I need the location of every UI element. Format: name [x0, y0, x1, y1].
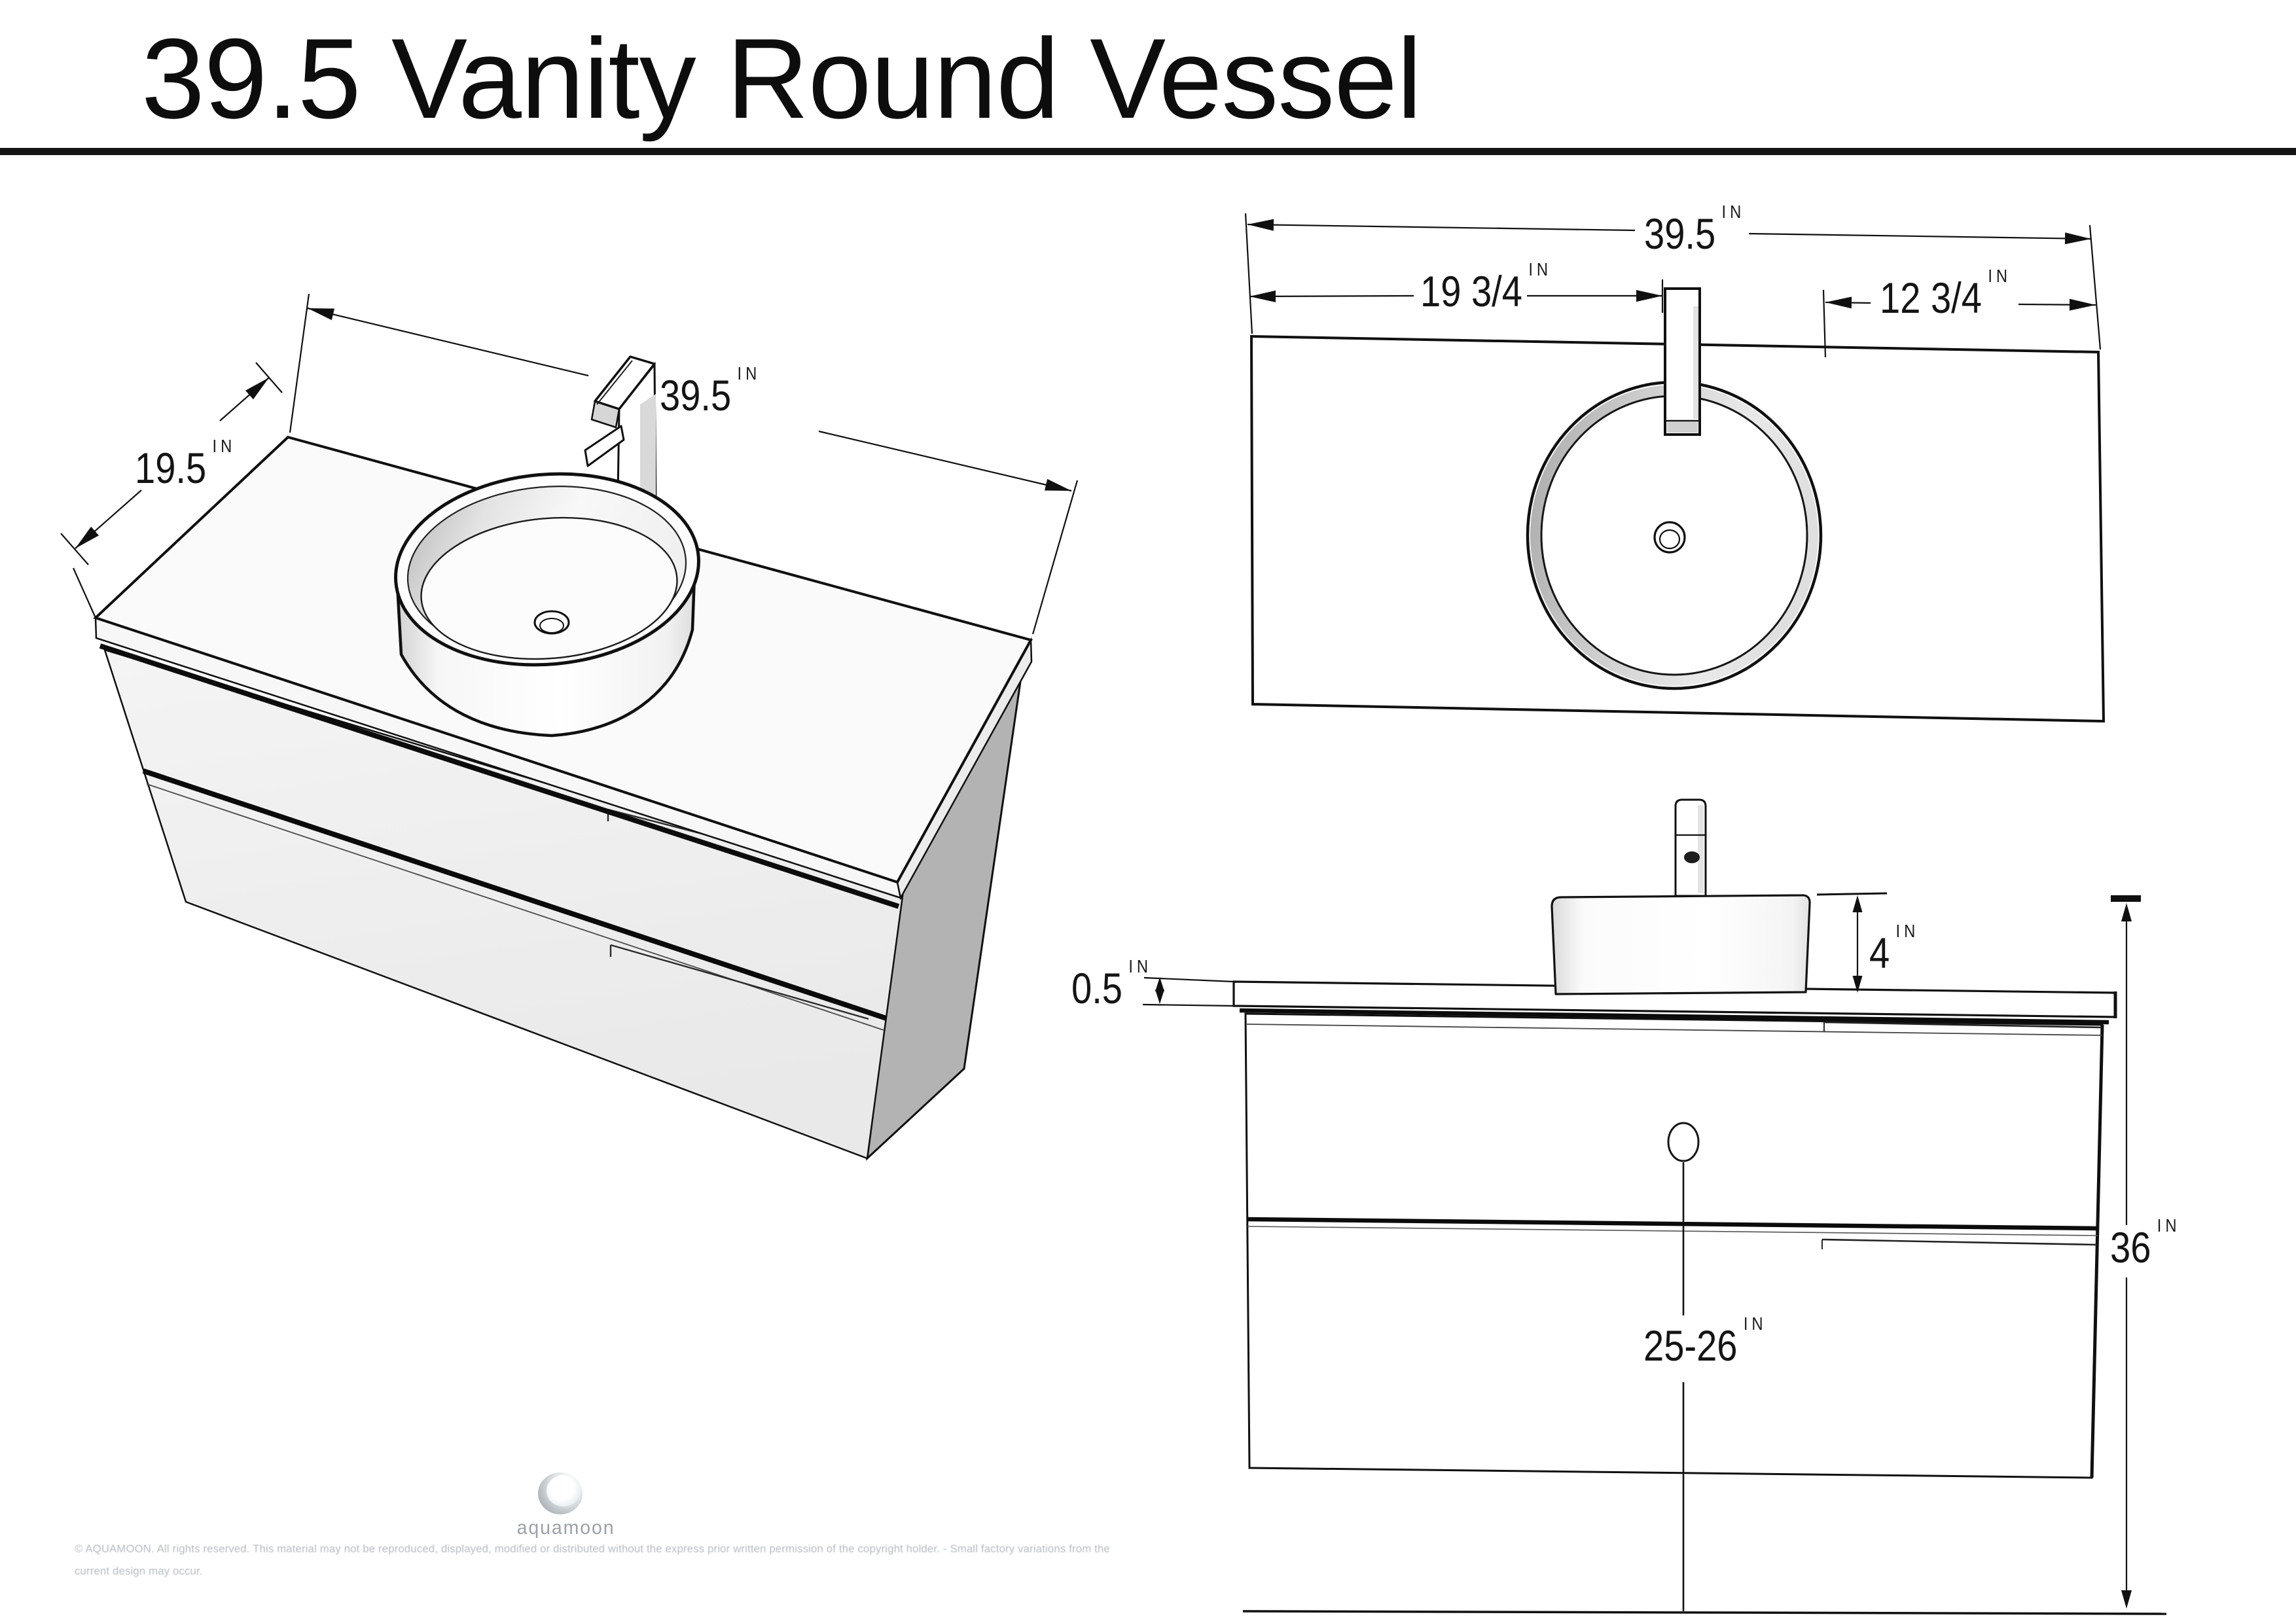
- floor-line: [1242, 1610, 2167, 1615]
- faucet-top: [1664, 287, 1701, 436]
- dim-top-left-to-faucet-unit: IN: [1528, 259, 1552, 279]
- drawer-divider-edge: [1247, 1226, 2098, 1236]
- arrowhead: [1247, 219, 1274, 231]
- title-divider: [0, 148, 2296, 155]
- dim-front-countertop-thickness-unit: IN: [1128, 956, 1153, 976]
- dimension-line-39-5: [307, 307, 589, 377]
- drawer-divider-line: [1247, 1217, 2099, 1231]
- dim-front-floor-to-bottom-value: 25-26: [1643, 1321, 1738, 1370]
- arrowhead: [75, 526, 99, 548]
- dim-front-total-height-value: 36: [2110, 1223, 2151, 1272]
- countertop-shadow-line: [99, 643, 900, 909]
- dimension-line-39-5: [1748, 232, 2092, 240]
- dim-front-total-height: 36 IN: [2110, 1217, 2180, 1272]
- faucet-body: [1664, 287, 1701, 436]
- dim-perspective-width-unit: IN: [737, 363, 761, 383]
- copyright-line-2: current design may occur.: [75, 1565, 203, 1577]
- countertop-shadow-line: [1239, 1008, 2109, 1025]
- arrowhead: [1155, 990, 1164, 1004]
- faucet-base-shade: [1667, 422, 1698, 433]
- extension-tick: [1816, 892, 1888, 896]
- extension-line: [72, 567, 97, 618]
- dim-perspective-depth-unit: IN: [212, 436, 236, 456]
- sink-bowl: [420, 516, 678, 660]
- arrowhead: [2121, 903, 2132, 921]
- faucet-front: [1674, 798, 1707, 897]
- faucet-stem-shade: [640, 394, 656, 505]
- aquamoon-moon-icon: [538, 1472, 585, 1516]
- faucet-front-shade: [1698, 805, 1704, 893]
- arrowhead: [1852, 895, 1863, 912]
- top-view-drawing: [1244, 213, 2106, 723]
- dimension-line-39-5: [818, 430, 1072, 492]
- arrowhead: [1045, 478, 1071, 491]
- cabinet-outline: [1244, 1012, 2104, 1479]
- drain-hole-front: [1667, 1122, 1700, 1162]
- extension-line: [1244, 213, 1253, 334]
- arrowhead: [1825, 296, 1852, 309]
- extension-line: [1031, 480, 1079, 635]
- arrowhead: [1155, 977, 1164, 991]
- arrowhead: [1249, 290, 1276, 302]
- extension-line: [1822, 289, 1827, 358]
- arrowhead: [2069, 298, 2096, 311]
- page-title: 39.5 Vanity Round Vessel: [141, 14, 1422, 142]
- arrowhead: [1852, 976, 1863, 993]
- dim-front-floor-to-bottom-unit: IN: [1743, 1313, 1767, 1334]
- moon-inner-circle: [547, 1475, 581, 1507]
- dim-top-faucet-to-right: 12 3/4 IN: [1880, 267, 2011, 322]
- sink-drain-inner: [539, 618, 564, 633]
- drawer-top-line: [1246, 1024, 2102, 1036]
- extension-line: [289, 293, 310, 433]
- faucet-spout: [594, 355, 656, 410]
- dim-front-countertop-thickness-value: 0.5: [1071, 964, 1122, 1012]
- extension-tick: [255, 362, 283, 393]
- arrowhead: [2121, 1590, 2132, 1609]
- faucet-handle: [584, 425, 625, 467]
- arrowhead: [2064, 232, 2091, 245]
- arrowhead: [1636, 290, 1662, 302]
- dim-top-overall-width-unit: IN: [1721, 202, 1746, 222]
- cabinet-right-edge: [2090, 1024, 2104, 1478]
- dim-top-faucet-to-right-unit: IN: [1988, 266, 2012, 286]
- drawer-divider-line: [142, 768, 888, 1021]
- drawer-divider-edge: [146, 783, 884, 1031]
- dim-front-vessel-height-value: 4: [1869, 929, 1890, 977]
- dim-top-left-to-faucet: 19 3/4 IN: [1420, 260, 1552, 315]
- dim-front-total-height-unit: IN: [2157, 1215, 2181, 1236]
- extension-line: [2089, 224, 2102, 350]
- dim-top-overall-width-value: 39.5: [1644, 209, 1716, 258]
- drain-circle-inner: [1659, 529, 1681, 550]
- front-view-drawing: [1142, 798, 2167, 1615]
- copyright-line-1: © AQUAMOON. All rights reserved. This ma…: [75, 1543, 1110, 1555]
- faucet-spout-fold: [596, 360, 633, 405]
- dim-top-faucet-to-right-value: 12 3/4: [1880, 274, 1982, 322]
- faucet-aerator: [1684, 851, 1700, 863]
- leader-line: [1142, 1003, 1234, 1007]
- drawer1-handle-groove: [1823, 1021, 2102, 1029]
- dim-perspective-width-value: 39.5: [660, 371, 732, 419]
- arrowhead: [308, 308, 334, 321]
- dim-front-vessel-height-unit: IN: [1895, 921, 1920, 941]
- brand-logo-text: aquamoon: [516, 1517, 615, 1539]
- dim-top-left-to-faucet-value: 19 3/4: [1420, 267, 1522, 315]
- arrowhead: [245, 378, 269, 400]
- leader-line: [1143, 976, 1234, 983]
- dimension-line-39-5: [1247, 223, 1636, 232]
- drawer2-handle-groove: [610, 944, 869, 1020]
- dim-front-countertop-thickness: 0.5 IN: [1071, 957, 1152, 1012]
- drawer2-handle-groove: [1821, 1238, 2097, 1246]
- dim-perspective-depth-value: 19.5: [135, 444, 207, 492]
- perspective-view-drawing: [60, 293, 1079, 1161]
- vessel-front: [1551, 894, 1811, 995]
- faucet-side-shade: [1693, 306, 1698, 419]
- extension-tick: [60, 533, 89, 565]
- brand-logo: aquamoon: [514, 1472, 615, 1539]
